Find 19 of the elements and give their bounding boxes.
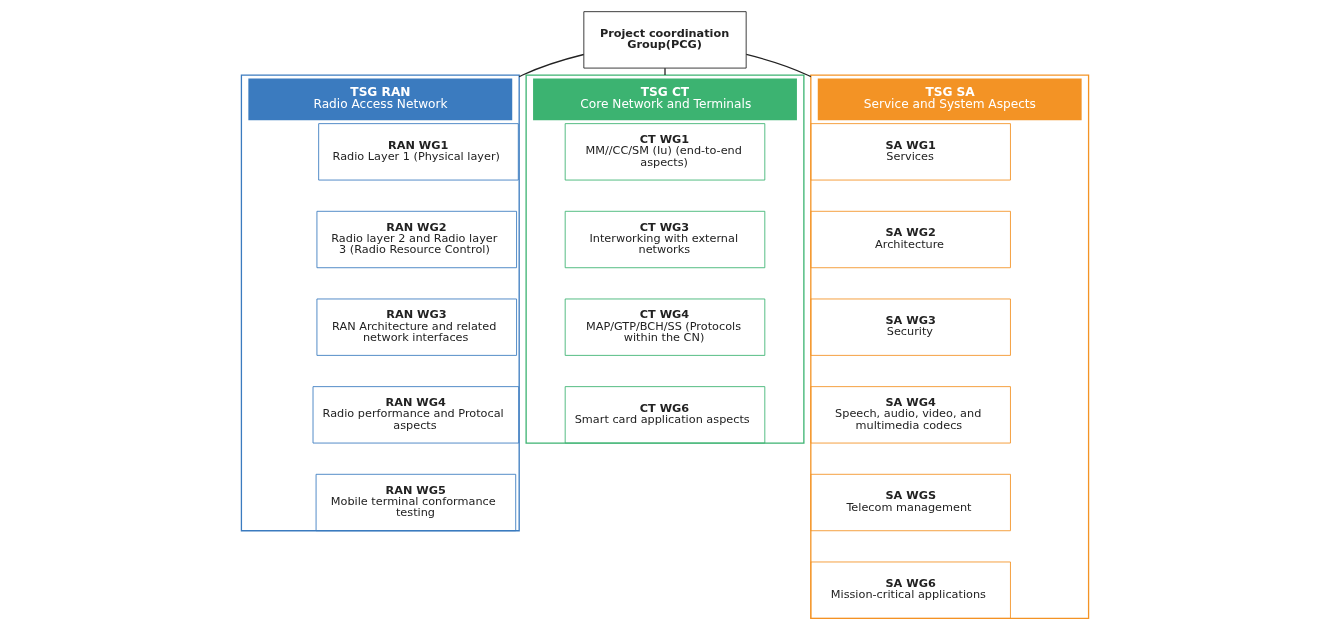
node-box: RAN WG3 RAN Architecture and related network interfaces bbox=[316, 298, 517, 356]
node-box: SA WG6 Mission-critical applications bbox=[810, 561, 1011, 619]
connector bbox=[664, 67, 666, 76]
node-box: SA WG1 Services bbox=[810, 123, 1011, 181]
connector bbox=[518, 53, 585, 78]
node-box: CT WG4 MAP/GTP/BCH/SS (Protocols within the CN) bbox=[564, 298, 766, 356]
node-box: RAN WG1 Radio Layer 1 (Physical layer) bbox=[318, 123, 519, 181]
node-box: SA WG3 Security bbox=[810, 298, 1011, 356]
node-box: CT WG3 Interworking with external networks bbox=[564, 210, 766, 269]
node-box: SA WG4 Speech, audio, video, and multimedia codecs bbox=[810, 386, 1011, 444]
node-box: CT WG6 Smart card application aspects bbox=[564, 386, 766, 444]
node-box: SA WG2 Architecture bbox=[810, 210, 1011, 269]
node-box: RAN WG5 Mobile terminal conformance testing bbox=[315, 473, 517, 532]
node-box: RAN WG2 Radio layer 2 and Radio layer 3 (Radio Resource Control) bbox=[316, 210, 517, 269]
node-box: RAN WG4 Radio performance and Protocal aspects bbox=[312, 386, 520, 444]
node-box: SA WGS Telecom management bbox=[810, 473, 1011, 532]
connector bbox=[745, 53, 812, 78]
node-box: CT WG1 MM//CC/SM (Iu) (end-to-end aspects) bbox=[564, 123, 766, 181]
node-box: Project coordination Group(PCG) bbox=[583, 11, 747, 69]
